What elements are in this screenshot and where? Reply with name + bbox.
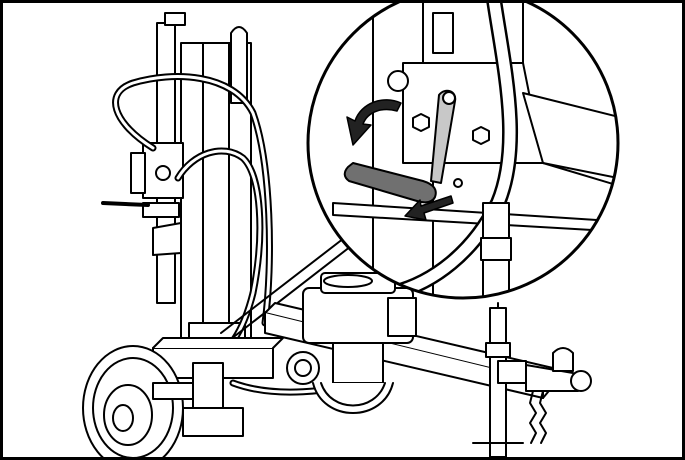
- hydraulic-hoses: [112, 73, 377, 396]
- safety-chains: [529, 390, 547, 444]
- detail-callout: [306, 3, 620, 300]
- wheel: [82, 345, 194, 457]
- engine: [286, 272, 417, 385]
- callout-ring: [306, 3, 620, 300]
- log-splitter-illustration: [82, 3, 620, 457]
- hitch-coupler: [497, 347, 592, 392]
- curved-arrow-icon: [346, 99, 402, 146]
- detail-post: [480, 202, 512, 298]
- arrow-icon: [404, 195, 454, 221]
- control-valve: [101, 142, 184, 218]
- lock-pin-handle: [343, 89, 463, 204]
- callout-leader: [220, 234, 356, 340]
- rear-wheel: [312, 382, 394, 414]
